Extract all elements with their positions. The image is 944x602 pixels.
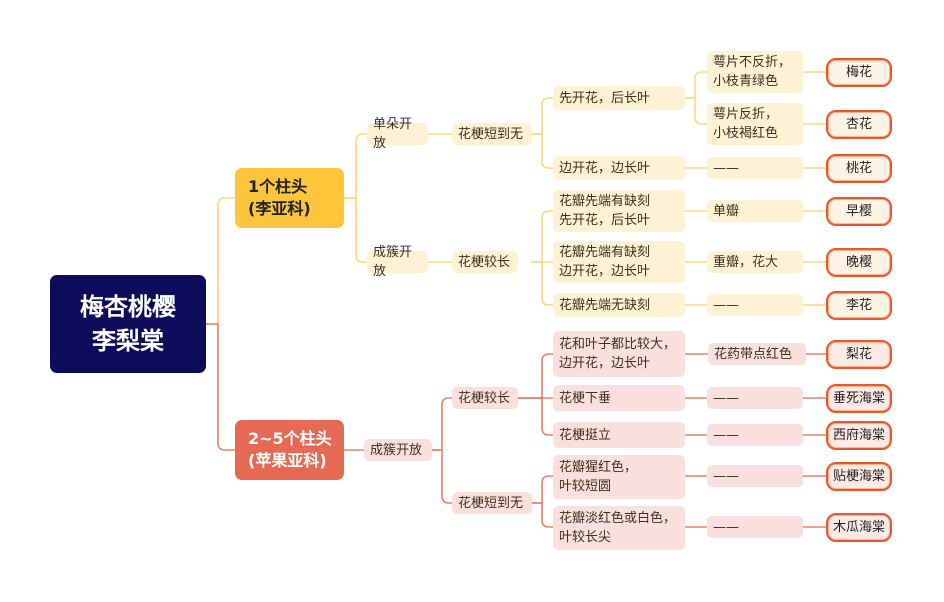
leaf-mei: 梅花 [826,58,892,87]
branch-multi-stigma: 2~5个柱头 (苹果亚科) [235,420,344,480]
leaf-xifu: 西府海棠 [826,421,892,450]
scarlet-petal-node: 花瓣猩红色， 叶较短圆 [553,455,685,499]
single-petal-node: 单瓣 [707,200,803,222]
dash-node: —— [707,157,803,179]
root-node: 梅杏桃樱 李梨棠 [50,275,206,373]
leaf-wanying: 晚樱 [826,248,892,277]
long-stalk-node: 花梗较长 [452,387,518,409]
leaf-chuisi: 垂死海棠 [826,384,892,413]
large-flower-leaf-node: 花和叶子都比较大， 边开花，边长叶 [553,331,685,377]
cluster-bloom-node: 成簇开放 [364,439,432,461]
upright-stalk-node: 花梗挺立 [553,422,685,448]
double-petal-node: 重瓣，花大 [707,251,803,273]
leaf-mugua: 木瓜海棠 [826,513,892,542]
long-stalk-node: 花梗较长 [452,251,518,273]
red-anther-node: 花药带点红色 [708,343,806,365]
dash-node: —— [707,516,803,538]
branch-one-stigma: 1个柱头 (李亚科) [235,168,344,228]
dash-node: —— [707,387,803,409]
sepal-not-reflexed-node: 萼片不反折， 小枝青绿色 [707,51,803,93]
leaf-tiegeng: 贴梗海棠 [826,462,892,491]
unnotched-node: 花瓣先端无缺刻 [553,293,685,317]
dash-node: —— [707,465,803,487]
dash-node: —— [707,294,803,316]
leaf-lihua: 梨花 [826,340,892,369]
flower-first-node: 先开花，后长叶 [553,86,685,110]
notched-early-node: 花瓣先端有缺刻 先开花，后长叶 [553,190,685,232]
leaf-li: 李花 [826,291,892,320]
leaf-zaoying: 早樱 [826,197,892,226]
leaf-tao: 桃花 [826,154,892,183]
short-stalk-node: 花梗短到无 [452,123,532,145]
sepal-reflexed-node: 萼片反折， 小枝褐红色 [707,103,803,145]
drooping-stalk-node: 花梗下垂 [553,385,685,411]
notched-late-node: 花瓣先端有缺刻 边开花，边长叶 [553,241,685,283]
dash-node: —— [707,424,803,446]
pale-petal-node: 花瓣淡红色或白色， 叶较长尖 [553,506,685,550]
short-stalk-node: 花梗短到无 [452,492,532,514]
leaf-xing: 杏花 [826,110,892,139]
flower-with-leaf-node: 边开花，边长叶 [553,156,685,180]
single-bloom-node: 单朵开放 [367,117,428,151]
cluster-bloom-node: 成簇开放 [367,245,428,279]
